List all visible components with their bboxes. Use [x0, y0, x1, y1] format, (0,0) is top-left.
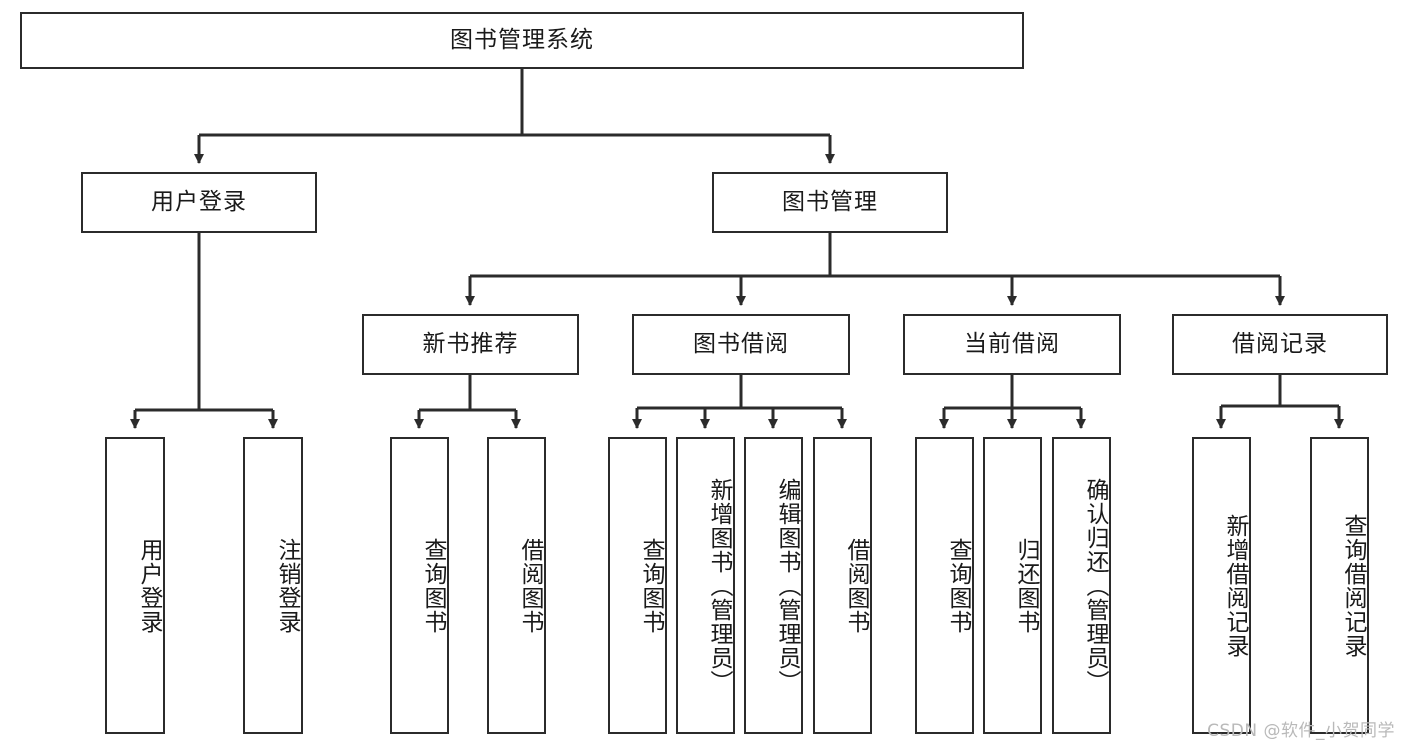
node-leaf-query-book-current[interactable]: 查询图书	[915, 437, 974, 734]
node-leaf-query-borrow-record[interactable]: 查询借阅记录	[1310, 437, 1369, 734]
node-leaf-borrow-book-recommend[interactable]: 借阅图书	[487, 437, 546, 734]
node-borrow-record[interactable]: 借阅记录	[1172, 314, 1388, 375]
node-label: 查询借阅记录	[1340, 513, 1366, 658]
node-leaf-borrow-book[interactable]: 借阅图书	[813, 437, 872, 734]
node-leaf-logout[interactable]: 注销登录	[243, 437, 303, 734]
node-label: 归还图书	[1013, 537, 1039, 634]
node-label: 新书推荐	[422, 330, 519, 357]
node-label: 注销登录	[274, 537, 300, 634]
node-label: 新增图书（管理员）	[706, 477, 732, 694]
node-label: 借阅图书	[843, 537, 869, 634]
csdn-watermark: CSDN @软件_小贺同学	[1207, 721, 1395, 741]
node-label: 当前借阅	[964, 330, 1060, 357]
node-leaf-return-book[interactable]: 归还图书	[983, 437, 1042, 734]
node-book-management[interactable]: 图书管理	[712, 172, 948, 233]
node-label: 编辑图书（管理员）	[774, 477, 800, 694]
node-user-login[interactable]: 用户登录	[81, 172, 317, 233]
node-leaf-query-book-borrow[interactable]: 查询图书	[608, 437, 667, 734]
node-label: 图书管理系统	[450, 26, 594, 53]
node-label: 用户登录	[151, 188, 247, 215]
node-label: 查询图书	[638, 537, 664, 634]
node-label: 新增借阅记录	[1222, 513, 1248, 658]
node-label: 图书借阅	[693, 330, 789, 357]
node-leaf-confirm-return-admin[interactable]: 确认归还（管理员）	[1052, 437, 1111, 734]
node-book-borrow[interactable]: 图书借阅	[632, 314, 850, 375]
node-leaf-add-book-admin[interactable]: 新增图书（管理员）	[676, 437, 735, 734]
node-label: 借阅图书	[517, 537, 543, 634]
node-leaf-user-login[interactable]: 用户登录	[105, 437, 165, 734]
node-leaf-query-book-recommend[interactable]: 查询图书	[390, 437, 449, 734]
node-leaf-add-borrow-record[interactable]: 新增借阅记录	[1192, 437, 1251, 734]
node-label: 查询图书	[420, 537, 446, 634]
node-label: 用户登录	[136, 537, 162, 634]
node-label: 图书管理	[782, 188, 878, 215]
node-leaf-edit-book-admin[interactable]: 编辑图书（管理员）	[744, 437, 803, 734]
node-new-book-recommend[interactable]: 新书推荐	[362, 314, 579, 375]
node-current-borrow[interactable]: 当前借阅	[903, 314, 1121, 375]
node-label: 借阅记录	[1232, 330, 1328, 357]
node-system-title[interactable]: 图书管理系统	[20, 12, 1024, 69]
node-label: 确认归还（管理员）	[1082, 477, 1108, 694]
node-label: 查询图书	[945, 537, 971, 634]
